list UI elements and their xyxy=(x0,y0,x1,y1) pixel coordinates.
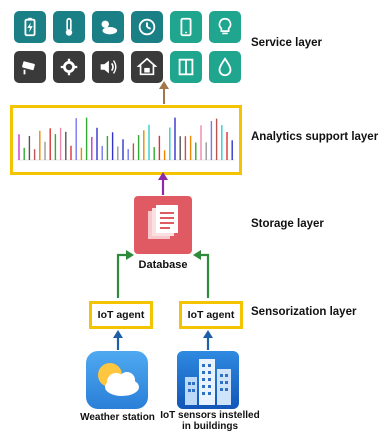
iot-sensors-caption: IoT sensors instelled in buildings xyxy=(160,410,260,432)
speaker-icon xyxy=(92,51,124,83)
arrows-sources-to-agents xyxy=(113,330,213,350)
iot-agent-left: IoT agent xyxy=(89,301,153,329)
analytics-layer-label: Analytics support layer xyxy=(251,131,379,143)
gear-icon xyxy=(53,51,85,83)
weather-icon xyxy=(92,11,124,43)
arrows-agents-to-database xyxy=(116,250,210,298)
smartphone-icon xyxy=(170,11,202,43)
security-camera-icon xyxy=(14,51,46,83)
iot-sensors-caption-line2: in buildings xyxy=(181,421,239,432)
database-icon xyxy=(134,196,192,254)
arrow-analytics-to-service xyxy=(159,81,169,104)
thermometer-icon xyxy=(53,11,85,43)
weather-station-caption: Weather station xyxy=(80,412,155,423)
iot-agent-right: IoT agent xyxy=(179,301,243,329)
window-icon xyxy=(170,51,202,83)
analytics-spikes xyxy=(17,117,235,161)
sensorization-layer-label: Sensorization layer xyxy=(251,306,357,318)
buildings-icon xyxy=(177,351,239,409)
battery-icon xyxy=(14,11,46,43)
weather-station-icon xyxy=(86,351,148,409)
clock-icon xyxy=(131,11,163,43)
lightbulb-icon xyxy=(209,11,241,43)
database-label: Database xyxy=(138,259,188,271)
storage-layer-label: Storage layer xyxy=(251,218,324,230)
water-drop-icon xyxy=(209,51,241,83)
analytics-chart xyxy=(10,105,242,175)
arrow-storage-to-analytics xyxy=(158,172,168,195)
service-layer-label: Service layer xyxy=(251,37,322,49)
iot-sensors-caption-line1: IoT sensors instelled xyxy=(160,410,260,421)
smart-home-icon xyxy=(131,51,163,83)
